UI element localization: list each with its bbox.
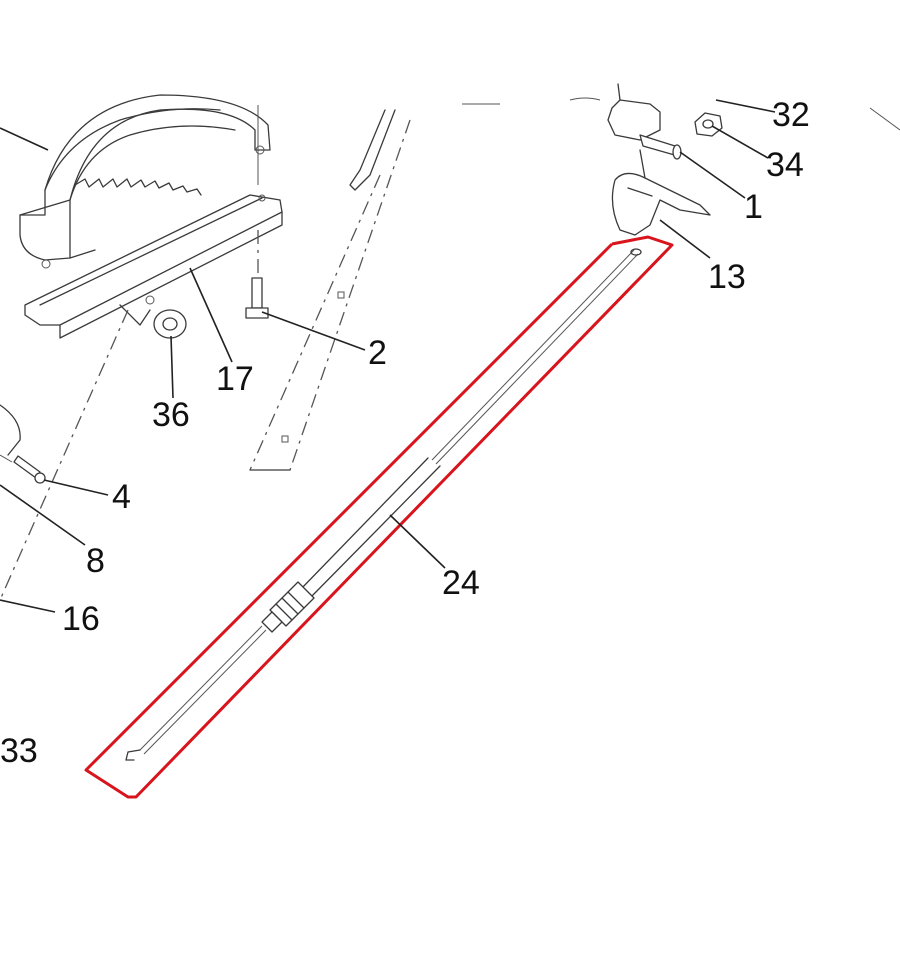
control-cable — [125, 248, 642, 761]
mounting-plate — [24, 194, 283, 339]
callout-16: 16 — [62, 600, 100, 638]
callout-32: 32 — [772, 96, 810, 134]
callout-2: 2 — [368, 334, 387, 372]
handle-tube-left — [0, 309, 129, 601]
callout-36: 36 — [152, 396, 190, 434]
callout-34: 34 — [766, 146, 804, 184]
frame-edge-top-right — [869, 107, 900, 131]
leader-offpage-left — [0, 127, 49, 151]
callout-8: 8 — [86, 542, 105, 580]
callout-33: 33 — [0, 732, 38, 770]
callout-1: 1 — [744, 188, 763, 226]
control-lever-assembly — [607, 83, 723, 236]
callout-13: 13 — [708, 258, 746, 296]
screw-and-bushing — [0, 404, 46, 484]
flange-nut — [153, 309, 187, 339]
handle-tube-center — [249, 109, 411, 471]
shift-guide-bracket — [19, 94, 271, 269]
leader-lines — [0, 99, 776, 613]
callout-24: 24 — [442, 564, 480, 602]
frame-edge-top-middle — [569, 97, 601, 101]
highlight-outline — [84, 235, 674, 799]
callout-4: 4 — [112, 478, 131, 516]
callout-17: 17 — [216, 360, 254, 398]
callout-labels: 32 34 1 13 2 17 36 4 8 24 16 33 — [0, 96, 810, 770]
bolt — [245, 277, 269, 319]
